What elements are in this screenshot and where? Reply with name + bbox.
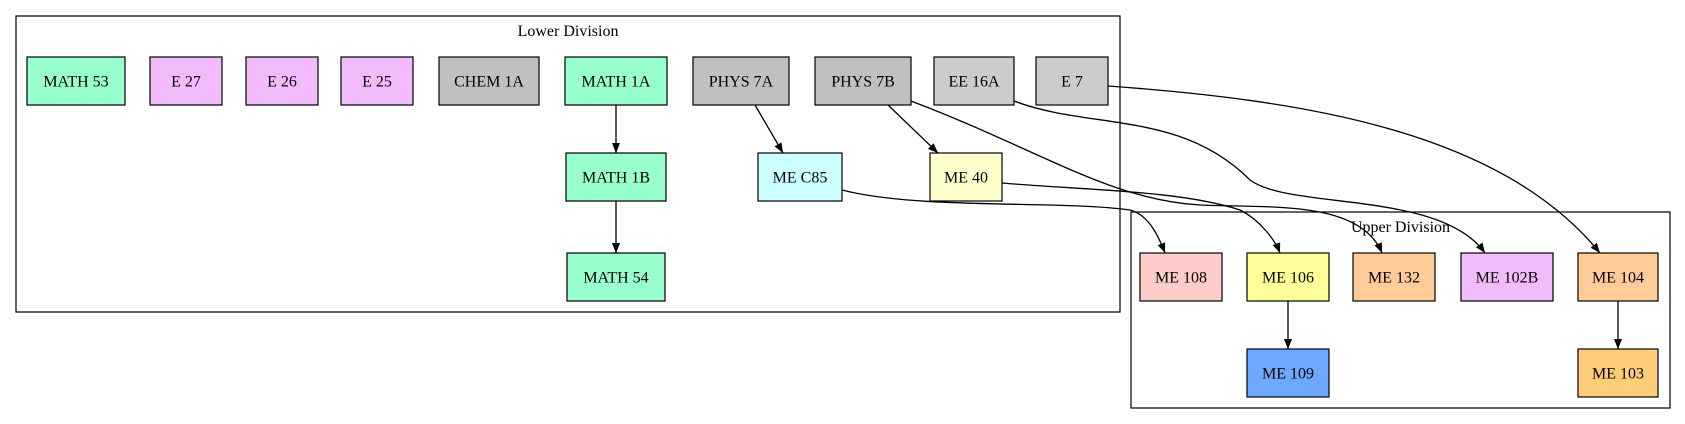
- edges-layer: [612, 85, 1622, 349]
- node-chem1a[interactable]: CHEM 1A: [438, 56, 540, 106]
- node-label: MATH 53: [43, 74, 108, 91]
- node-label: MATH 54: [583, 270, 648, 287]
- node-box: [245, 56, 319, 106]
- node-phys7a[interactable]: PHYS 7A: [692, 56, 790, 106]
- node-box: [1246, 252, 1330, 302]
- cluster-lower-division: Lower Division: [15, 15, 1121, 313]
- node-label: ME 103: [1592, 366, 1644, 383]
- node-box: [564, 56, 668, 106]
- node-box: [692, 56, 790, 106]
- edge-ee16a-to-me102b: [1013, 100, 1486, 254]
- node-me40[interactable]: ME 40: [929, 152, 1003, 202]
- node-label: ME 109: [1262, 366, 1314, 383]
- node-me104[interactable]: ME 104: [1577, 252, 1659, 302]
- cluster-label: Upper Division: [1351, 219, 1450, 236]
- nodes-layer: MATH 53 E 27 E 26 E 25 CHEM 1A MATH 1A PHYS 7A…: [26, 56, 1659, 398]
- node-math53[interactable]: MATH 53: [26, 56, 126, 106]
- edge-mec85-to-me108: [841, 189, 1166, 254]
- node-label: MATH 1B: [582, 170, 650, 187]
- node-box: [814, 56, 912, 106]
- node-box: [929, 152, 1003, 202]
- node-box: [565, 152, 667, 202]
- node-label: PHYS 7A: [709, 74, 774, 91]
- node-label: ME 106: [1262, 270, 1314, 287]
- node-box: [1577, 252, 1659, 302]
- node-box: [566, 252, 666, 302]
- cluster-border: [1130, 211, 1671, 409]
- node-box: [1246, 348, 1330, 398]
- node-label: E 25: [362, 74, 392, 91]
- node-phys7b[interactable]: PHYS 7B: [814, 56, 912, 106]
- node-box: [149, 56, 223, 106]
- node-label: ME 108: [1155, 270, 1207, 287]
- node-box: [1035, 56, 1109, 106]
- node-box: [26, 56, 126, 106]
- node-me109[interactable]: ME 109: [1246, 348, 1330, 398]
- node-e26[interactable]: E 26: [245, 56, 319, 106]
- node-label: CHEM 1A: [454, 74, 524, 91]
- node-label: E 27: [171, 74, 201, 91]
- node-label: PHYS 7B: [831, 74, 895, 91]
- node-ee16a[interactable]: EE 16A: [933, 56, 1015, 106]
- node-box: [1577, 348, 1659, 398]
- cluster-label: Lower Division: [518, 23, 619, 40]
- node-mec85[interactable]: ME C85: [757, 152, 843, 202]
- node-me106[interactable]: ME 106: [1246, 252, 1330, 302]
- node-e27[interactable]: E 27: [149, 56, 223, 106]
- node-e25[interactable]: E 25: [340, 56, 414, 106]
- node-box: [757, 152, 843, 202]
- node-label: E 7: [1061, 74, 1083, 91]
- node-box: [1139, 252, 1223, 302]
- edge-phys7a-to-mec85: [754, 104, 784, 154]
- node-box: [1460, 252, 1554, 302]
- node-e7[interactable]: E 7: [1035, 56, 1109, 106]
- node-math1a[interactable]: MATH 1A: [564, 56, 668, 106]
- edge-me40-to-me106: [1001, 182, 1281, 254]
- node-box: [1352, 252, 1436, 302]
- node-label: ME 132: [1368, 270, 1420, 287]
- node-box: [933, 56, 1015, 106]
- node-me132[interactable]: ME 132: [1352, 252, 1436, 302]
- node-me102b[interactable]: ME 102B: [1460, 252, 1554, 302]
- cluster-upper-division: Upper Division: [1130, 211, 1671, 409]
- node-math1b[interactable]: MATH 1B: [565, 152, 667, 202]
- edge-phys7b-to-me40: [887, 104, 939, 154]
- edge-phys7b-to-me132: [910, 100, 1383, 254]
- node-label: ME 40: [944, 170, 988, 187]
- node-me108[interactable]: ME 108: [1139, 252, 1223, 302]
- node-box: [340, 56, 414, 106]
- node-label: ME 102B: [1476, 270, 1539, 287]
- node-label: ME 104: [1592, 270, 1644, 287]
- node-label: EE 16A: [948, 74, 1000, 91]
- node-box: [438, 56, 540, 106]
- cluster-border: [15, 15, 1121, 313]
- node-math54[interactable]: MATH 54: [566, 252, 666, 302]
- node-me103[interactable]: ME 103: [1577, 348, 1659, 398]
- node-label: MATH 1A: [582, 74, 651, 91]
- node-label: E 26: [267, 74, 297, 91]
- edge-e7-to-me104: [1107, 85, 1601, 254]
- node-label: ME C85: [773, 170, 828, 187]
